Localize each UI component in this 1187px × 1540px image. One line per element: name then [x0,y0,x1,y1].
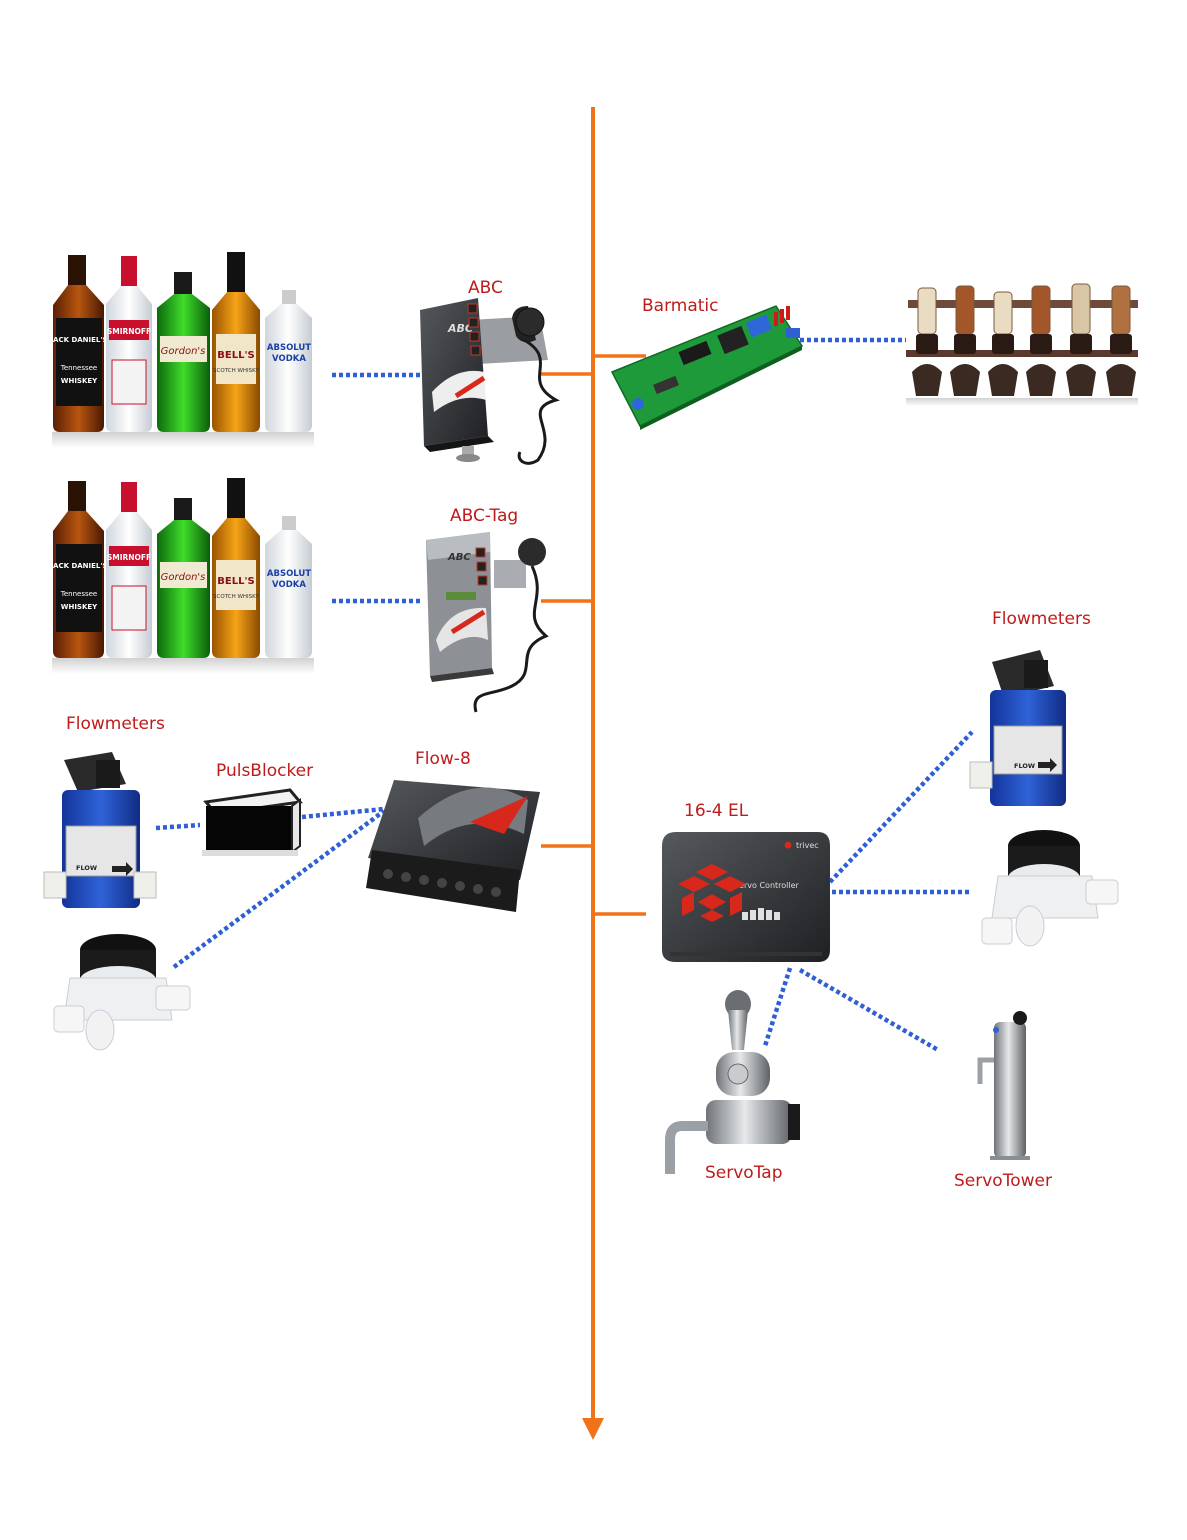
absolut-label-2: VODKA [272,580,306,590]
link-flowmeter-pulsblocker [155,822,201,831]
bottle-gordons-2: Gordon's [157,498,210,658]
bottle-absolut: ABSOLUT VODKA [265,290,312,432]
bottle-smirnoff-2: SMIRNOFF [106,482,152,658]
bus-lines [541,107,646,1440]
link-el-servotap [762,967,793,1047]
jack-label-1: JACK DANIEL'S [49,562,107,570]
bus-arrowhead [582,1418,604,1440]
bells-label-2: SCOTCH WHISKY [213,368,260,374]
smirnoff-label: SMIRNOFF [107,327,151,336]
link-el-servotower [798,968,940,1052]
label-abc: ABC [468,278,503,298]
bottle-group-middle: JACK DANIEL'S Tennessee WHISKEY SMIRNOFF… [49,478,314,674]
jack-label-2: Tennessee [60,364,97,372]
bells-label-2: SCOTCH WHISKY [213,594,260,600]
water-meter-right [981,830,1119,947]
flowmeter-left-plate: FLOW [76,864,97,872]
link-watermeter-flow8 [172,809,386,969]
flowmeter-right: FLOW [969,650,1066,806]
bottle-smirnoff: SMIRNOFF [106,256,152,432]
label-flowmeters-right: Flowmeters [992,609,1091,629]
link-el-flowmeter [828,730,974,884]
label-flow8: Flow-8 [415,749,471,769]
label-abc-tag: ABC-Tag [450,506,519,526]
label-16-4-el: 16-4 EL [684,801,749,821]
gordons-label: Gordon's [161,572,206,583]
servo-controller-device: trivec Servo Controller [662,832,830,962]
bottle-group-top: JACK DANIEL'S Tennessee WHISKEY SMIRNOFF… [49,252,314,448]
smirnoff-label: SMIRNOFF [107,553,151,562]
trivec-brand: trivec [796,841,819,850]
abc-tag-face-text: ABC [447,552,471,563]
bottle-bells: BELL'S SCOTCH WHISKY [212,252,260,432]
flowmeter-left: FLOW [43,752,157,908]
water-meter-left [53,934,191,1051]
absolut-label-1: ABSOLUT [267,343,311,353]
servotap-device [665,990,800,1174]
flowmeter-right-plate: FLOW [1014,762,1035,770]
servotower-device [977,1011,1030,1160]
abc-tag-device: ABC [426,532,549,713]
bells-label-1: BELL'S [217,576,254,587]
bells-label-1: BELL'S [217,350,254,361]
bottle-absolut-2: ABSOLUT VODKA [265,516,312,658]
bottle-jack-daniels-2: JACK DANIEL'S Tennessee WHISKEY [49,481,108,658]
label-barmatic: Barmatic [642,296,719,316]
link-pulsblocker-flow8 [301,806,385,820]
label-flowmeters-left: Flowmeters [66,714,165,734]
abc-face-text: ABC [447,322,473,335]
label-servotower: ServoTower [954,1171,1052,1191]
absolut-label-2: VODKA [272,354,306,364]
jack-label-1: JACK DANIEL'S [49,336,107,344]
bottle-bells-2: BELL'S SCOTCH WHISKY [212,478,260,658]
flow8-device [366,780,540,912]
gordons-label: Gordon's [161,346,206,357]
abc-device: ABC [420,298,560,465]
absolut-label-1: ABSOLUT [267,569,311,579]
jack-label-3: WHISKEY [61,377,98,385]
jack-label-2: Tennessee [60,590,97,598]
label-servotap: ServoTap [705,1163,783,1183]
link-lines [155,337,974,1052]
barmatic-board [610,305,804,430]
servo-controller-title: Servo Controller [734,881,800,890]
optic-dispenser-rack [906,283,1138,406]
bottle-gordons: Gordon's [157,272,210,432]
label-pulsblocker: PulsBlocker [216,761,314,781]
jack-label-3: WHISKEY [61,603,98,611]
bottle-jack-daniels: JACK DANIEL'S Tennessee WHISKEY [49,255,108,432]
pulsblocker-device [202,788,303,856]
